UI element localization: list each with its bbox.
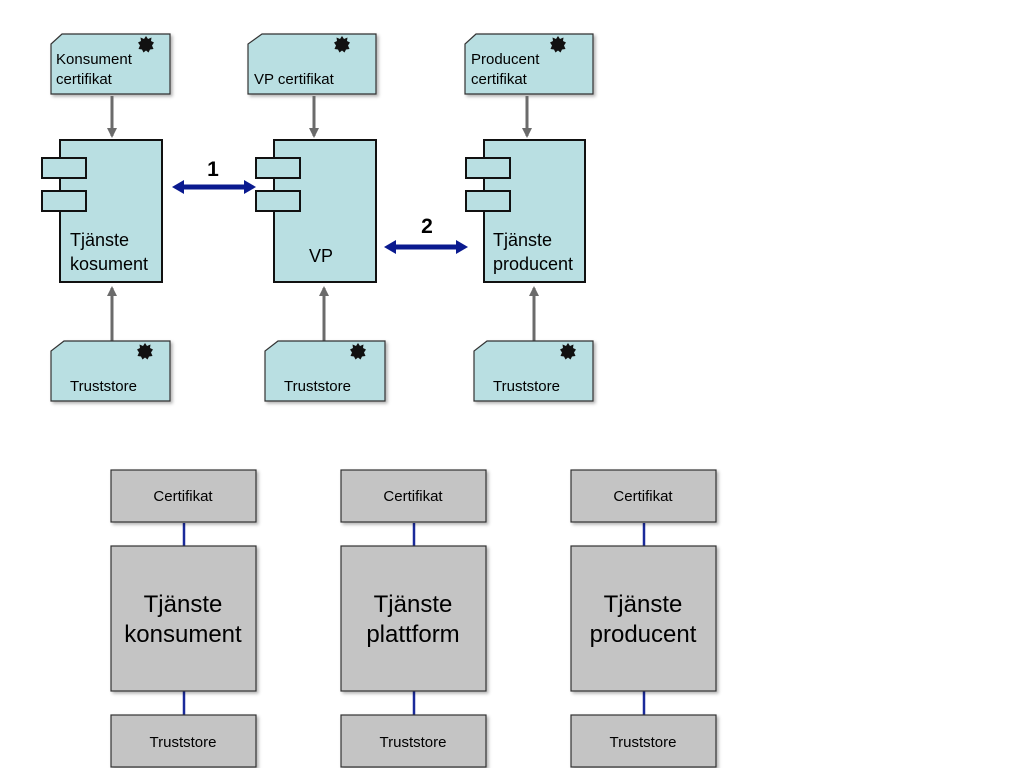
connection-2-label: 2 [421,215,433,238]
certificate-label: Certifikat [153,488,213,505]
bottom-column-producer: Certifikat Tjänste producent Truststore [570,469,717,768]
component-port-icon [465,190,511,212]
service-label-line2: producent [590,621,697,648]
bottom-column-consumer: Certifikat Tjänste konsument Truststore [110,469,257,768]
consumer-cert-line1: Konsument [56,51,133,68]
consumer-certificate-card: Konsument certifikat [50,33,171,95]
service-box [570,545,717,692]
truststore-label: Truststore [610,734,677,751]
connection-1-label: 1 [207,158,219,181]
service-box [110,545,257,692]
consumer-cert-line2: certifikat [56,71,113,88]
consumer-truststore-card: Truststore [50,340,171,402]
certificate-box [110,469,257,523]
certificate-box [340,469,487,523]
connection-1-arrow [172,180,256,194]
bottom-column-platform: Certifikat Tjänste plattform Truststore [340,469,487,768]
service-label-line2: konsument [124,621,242,648]
service-label-line2: plattform [366,621,459,648]
component-port-icon [41,157,87,179]
producer-component-line2: producent [493,254,573,274]
consumer-truststore-label: Truststore [70,378,137,395]
service-label-line1: Tjänste [604,591,683,618]
producer-cert-line1: Producent [471,51,540,68]
producer-component-line1: Tjänste [493,230,552,250]
truststore-box [570,714,717,768]
component-port-icon [255,190,301,212]
producer-truststore-card: Truststore [473,340,594,402]
consumer-component: Tjänste kosument [41,139,163,283]
truststore-label: Truststore [380,734,447,751]
certificate-label: Certifikat [613,488,673,505]
vp-component-label: VP [309,246,333,266]
component-port-icon [41,190,87,212]
service-label-line1: Tjänste [144,591,223,618]
producer-cert-line2: certifikat [471,71,528,88]
vp-certificate-card: VP certifikat [247,33,377,95]
certificate-box [570,469,717,523]
connection-2-arrow [384,240,468,254]
vp-component: VP [255,139,377,283]
consumer-component-line2: kosument [70,254,148,274]
service-box [340,545,487,692]
producer-truststore-label: Truststore [493,378,560,395]
vp-truststore-label: Truststore [284,378,351,395]
service-label-line1: Tjänste [374,591,453,618]
truststore-box [110,714,257,768]
vp-cert-label: VP certifikat [254,71,335,88]
producer-certificate-card: Producent certifikat [464,33,594,95]
truststore-box [340,714,487,768]
certificate-label: Certifikat [383,488,443,505]
component-port-icon [255,157,301,179]
vp-truststore-card: Truststore [264,340,386,402]
component-port-icon [465,157,511,179]
producer-component: Tjänste producent [465,139,586,283]
truststore-label: Truststore [150,734,217,751]
consumer-component-line1: Tjänste [70,230,129,250]
